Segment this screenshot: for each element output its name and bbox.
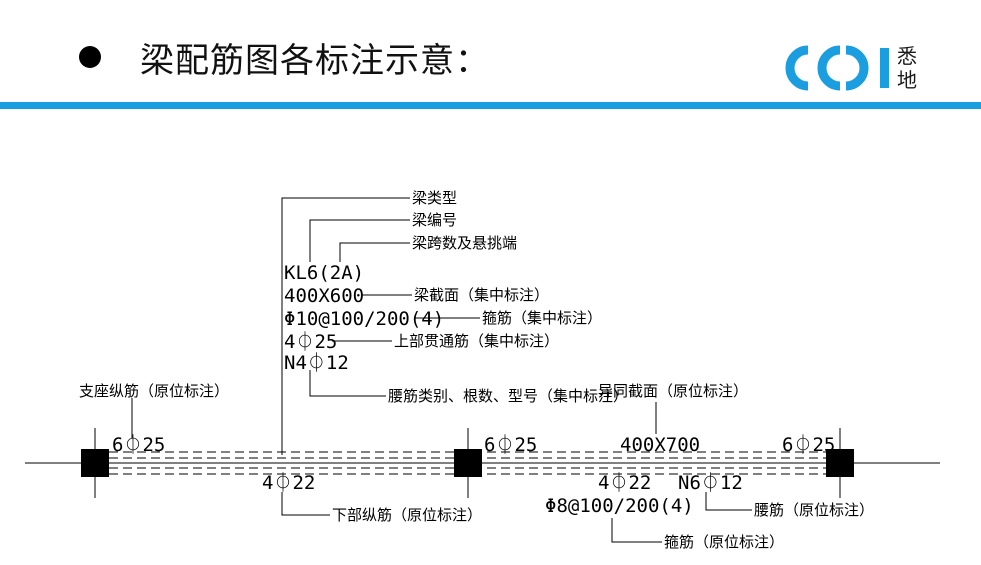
support-mid-code: 6⏀25 [484,433,537,456]
header-rule [0,102,981,109]
ccdi-logo-icon [785,45,889,91]
local-waist-code: N6⏀12 [678,471,743,494]
label-bottom-rebar: 下部纵筋（原位标注） [332,506,482,524]
label-stirrup: 箍筋（集中标注） [482,309,602,327]
logo-text: 悉地 [897,44,917,92]
beam-diagram: KL6(2A) 400X600 Φ10@100/200(4) 4⏀25 N4⏀1… [25,189,940,551]
bottom-right-code: 4⏀22 [598,471,651,494]
label-beam-type: 梁类型 [412,189,457,207]
label-support-rebar: 支座纵筋（原位标注） [79,382,229,400]
slide-title: 梁配筋图各标注示意： [140,41,490,81]
local-stirrup-code: Φ8@100/200(4) [545,495,694,517]
section-size-code: 400X600 [284,285,364,307]
stirrup-spec-code: Φ10@100/200(4) [284,308,444,330]
label-top-rebar: 上部贯通筋（集中标注） [394,332,559,350]
label-waist-local: 腰筋（原位标注） [754,501,874,519]
label-diff-section: 异同截面（原位标注） [598,382,748,400]
beam-id-code: KL6(2A) [284,262,364,284]
label-section: 梁截面（集中标注） [414,286,549,304]
top-bars-code: 4⏀25 [284,330,337,353]
support-right-code: 6⏀25 [782,433,835,456]
label-span-count: 梁跨数及悬挑端 [412,234,517,252]
waist-bars-code: N4⏀12 [284,351,349,374]
bottom-left-code: 4⏀22 [262,471,315,494]
column-right [826,449,854,477]
column-left [81,449,109,477]
local-section-code: 400X700 [620,434,700,456]
label-beam-number: 梁编号 [412,211,457,229]
slide-header: 梁配筋图各标注示意： 悉地 [0,0,981,112]
bullet-icon [79,46,101,68]
support-left-code: 6⏀25 [112,433,165,456]
label-waist-rebar: 腰筋类别、根数、型号（集中标注） [388,387,628,405]
column-middle [454,449,482,477]
label-stirrup-local: 箍筋（原位标注） [664,533,784,551]
